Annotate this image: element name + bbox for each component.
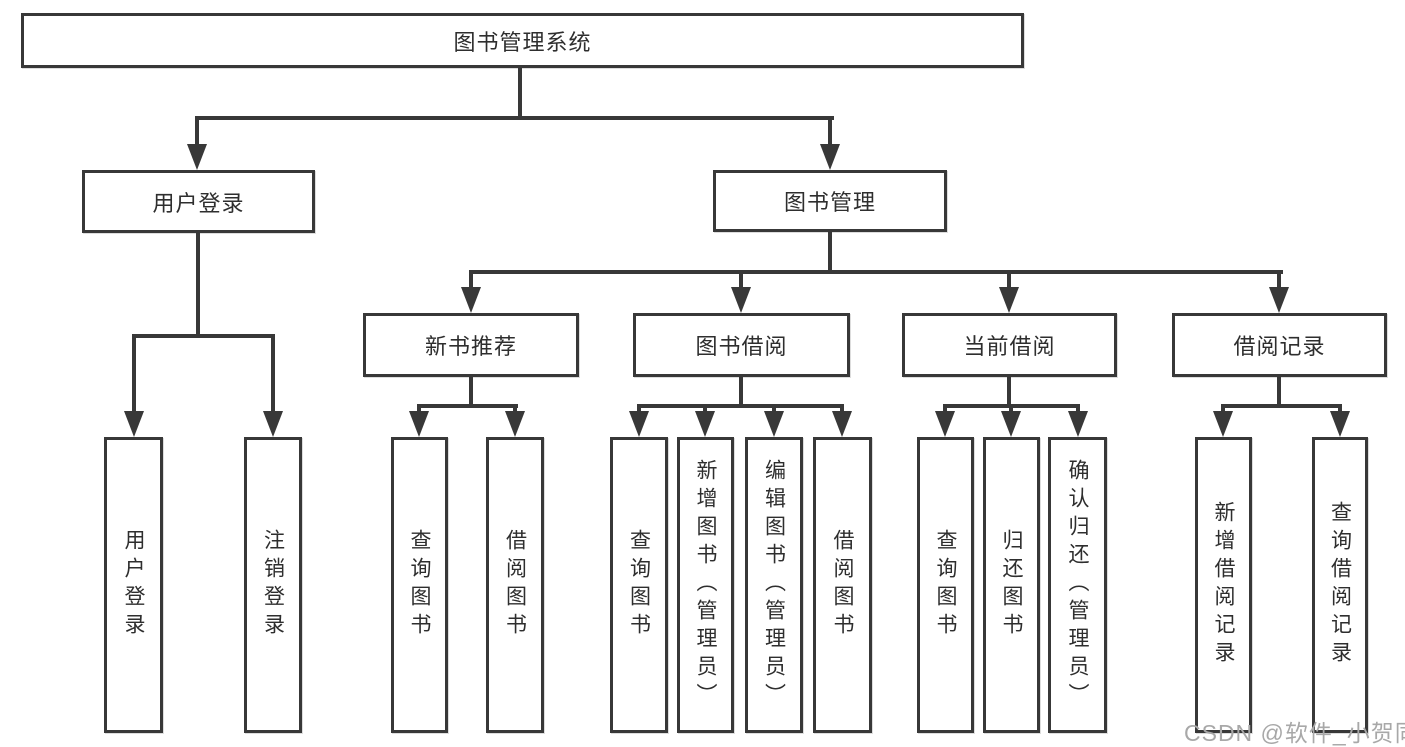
node-root: 图书管理系统 [21,13,1024,68]
arrow-down-icon [187,144,207,170]
arrow-down-icon [409,411,429,437]
connector-line [1007,377,1011,406]
node-current-borrow: 当前借阅 [902,313,1117,377]
connector-line [196,233,200,336]
connector-line [195,116,834,120]
arrow-down-icon [1001,411,1021,437]
connector-line [469,270,473,290]
leaf-current-return: 归还图书 [983,437,1040,733]
arrow-down-icon [820,144,840,170]
node-book-borrow-label: 图书借阅 [695,334,788,359]
connector-line [828,116,832,148]
leaf-current-query-label: 查询图书 [934,529,957,641]
node-new-book-recommend: 新书推荐 [363,313,579,377]
arrow-down-icon [1213,411,1233,437]
arrow-down-icon [505,411,525,437]
node-book-management-label: 图书管理 [783,190,876,215]
leaf-newbook-borrow: 借阅图书 [486,437,544,733]
leaf-borrow-query-label: 查询图书 [627,529,651,641]
connector-line [1221,404,1225,416]
leaf-newbook-borrow-label: 借阅图书 [503,529,527,641]
leaf-borrow-query: 查询图书 [610,437,668,733]
leaf-borrow-borrow-book: 借阅图书 [813,437,872,733]
arrow-down-icon [1330,411,1350,437]
connector-line [739,270,743,290]
arrow-down-icon [764,411,784,437]
connector-line [1007,270,1011,290]
arrow-down-icon [629,411,649,437]
leaf-borrow-edit-book-label: 编辑图书（管理员） [762,459,786,711]
node-root-label: 图书管理系统 [453,29,592,55]
connector-line [828,232,832,272]
leaf-borrow-borrow-book-label: 借阅图书 [831,529,854,641]
connector-line [132,334,136,415]
arrow-down-icon [461,287,481,313]
connector-line [518,68,522,120]
node-borrow-record: 借阅记录 [1172,313,1387,377]
connector-line [739,377,743,406]
connector-line [1009,404,1013,416]
leaf-logout: 注销登录 [244,437,302,733]
leaf-current-confirm-return: 确认归还（管理员） [1048,437,1107,733]
leaf-newbook-query-label: 查询图书 [408,529,431,641]
connector-line [469,270,1283,274]
leaf-newbook-query: 查询图书 [391,437,448,733]
leaf-current-query: 查询图书 [917,437,974,733]
connector-line [703,404,707,416]
connector-line [417,404,421,416]
node-book-management: 图书管理 [713,170,947,232]
connector-line [1076,404,1080,416]
node-user-login: 用户登录 [82,170,315,233]
arrow-down-icon [832,411,852,437]
connector-line [1277,270,1281,290]
leaf-borrow-add-book: 新增图书（管理员） [677,437,734,733]
connector-line [132,334,275,338]
arrow-down-icon [124,411,144,437]
connector-line [271,334,275,415]
leaf-record-query-label: 查询借阅记录 [1328,501,1352,669]
leaf-borrow-edit-book: 编辑图书（管理员） [745,437,803,733]
connector-line [1338,404,1342,416]
node-user-login-label: 用户登录 [152,190,245,216]
csdn-watermark: CSDN @软件_小贺同学 [1184,720,1405,746]
connector-line [772,404,776,416]
connector-line [1277,377,1281,406]
leaf-record-add: 新增借阅记录 [1195,437,1252,733]
node-current-borrow-label: 当前借阅 [963,334,1056,359]
connector-line [469,377,473,406]
leaf-record-query: 查询借阅记录 [1312,437,1368,733]
node-borrow-record-label: 借阅记录 [1233,334,1326,359]
arrow-down-icon [1269,287,1289,313]
leaf-user-login: 用户登录 [104,437,163,733]
connector-line [513,404,517,416]
connector-line [840,404,844,416]
arrow-down-icon [999,287,1019,313]
leaf-borrow-add-book-label: 新增图书（管理员） [694,459,717,711]
connector-line [1221,404,1342,408]
leaf-current-return-label: 归还图书 [1000,529,1023,641]
connector-line [637,404,641,416]
node-new-book-recommend-label: 新书推荐 [424,334,517,359]
leaf-current-confirm-return-label: 确认归还（管理员） [1066,459,1089,711]
connector-line [943,404,947,416]
leaf-user-login-label: 用户登录 [122,529,145,641]
connector-line [637,404,844,408]
arrow-down-icon [731,287,751,313]
arrow-down-icon [695,411,715,437]
connector-line [195,116,199,148]
arrow-down-icon [263,411,283,437]
leaf-logout-label: 注销登录 [261,529,285,641]
node-book-borrow: 图书借阅 [633,313,850,377]
connector-line [417,404,518,408]
arrow-down-icon [935,411,955,437]
leaf-record-add-label: 新增借阅记录 [1212,501,1235,669]
arrow-down-icon [1068,411,1088,437]
